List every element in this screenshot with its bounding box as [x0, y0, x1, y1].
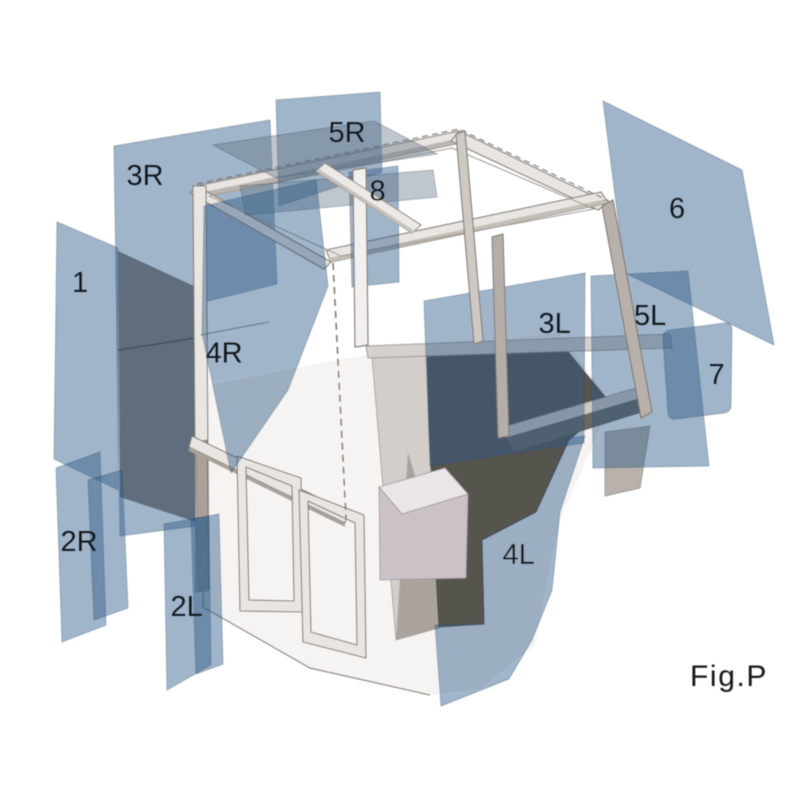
svg-text:3R: 3R [127, 160, 164, 192]
svg-text:8: 8 [370, 176, 386, 208]
svg-text:4R: 4R [206, 338, 243, 370]
svg-text:2R: 2R [61, 526, 98, 558]
svg-text:3L: 3L [539, 308, 571, 340]
svg-text:Fig.P: Fig.P [690, 660, 768, 693]
svg-text:4L: 4L [503, 539, 535, 571]
svg-text:6: 6 [669, 193, 685, 225]
svg-text:1: 1 [72, 267, 88, 299]
svg-text:5R: 5R [329, 117, 366, 149]
svg-text:5L: 5L [634, 300, 666, 332]
svg-text:2L: 2L [171, 591, 203, 623]
svg-text:7: 7 [709, 359, 725, 391]
